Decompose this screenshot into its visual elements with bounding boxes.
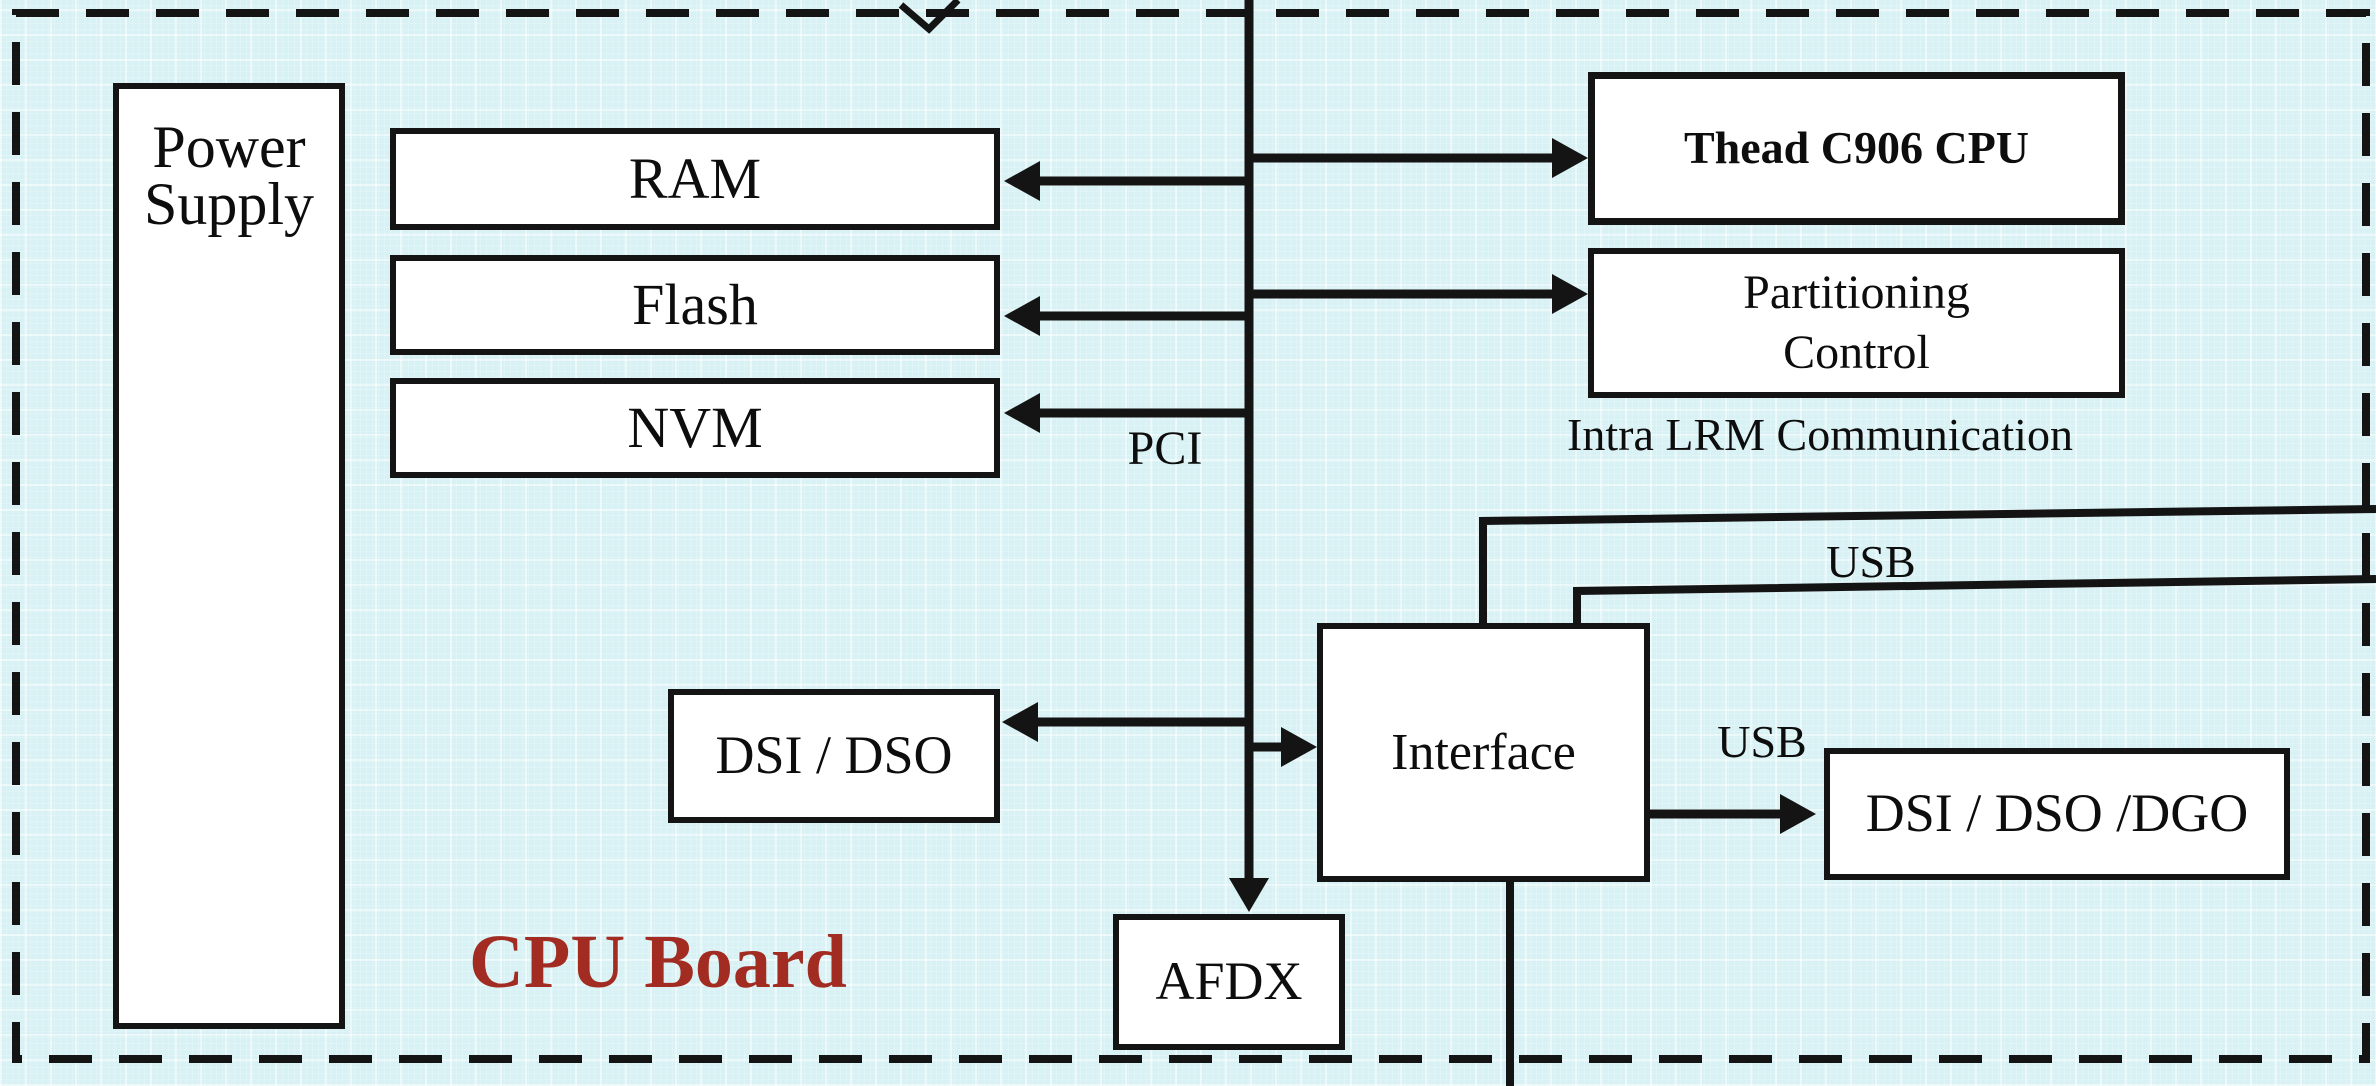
block-flash: Flash	[390, 255, 1000, 355]
cpu-board-dashed-border	[12, 9, 2370, 1063]
thead-cpu-label: Thead C906 CPU	[1683, 122, 2030, 174]
interface-label: Interface	[1391, 723, 1576, 781]
block-nvm: NVM	[390, 378, 1000, 478]
arrowhead-right-thead-icon	[1552, 138, 1588, 178]
arrowhead-left-ram-icon	[1004, 161, 1040, 201]
nvm-label: NVM	[627, 395, 763, 461]
dsi-dso-dgo-label: DSI / DSO /DGO	[1865, 783, 2249, 844]
wire-interface-usb-top	[1573, 575, 2376, 625]
arrowhead-left-dsi-dso-icon	[1002, 702, 1038, 742]
arrowhead-right-interface-icon	[1281, 727, 1317, 767]
usb-top-line-label: USB	[1826, 535, 1916, 587]
flash-label: Flash	[632, 272, 758, 338]
block-dsi-dso: DSI / DSO	[668, 689, 1000, 823]
pci-bus-label: PCI	[1127, 421, 1203, 475]
arrowhead-down-afdx-icon	[1229, 878, 1269, 912]
dsi-dso-label: DSI / DSO	[715, 725, 953, 786]
border-crossing-tick-icon	[898, 0, 961, 34]
usb-right-arrow-label: USB	[1717, 715, 1807, 767]
cpu-board-title: CPU Board	[469, 919, 847, 1004]
block-dsi-dso-dgo: DSI / DSO /DGO	[1824, 748, 2290, 880]
ram-label: RAM	[628, 146, 762, 212]
partitioning-control-label: Partitioning Control	[1743, 266, 1970, 379]
power-supply-label: Power Supply	[143, 114, 315, 237]
intra-lrm-communication-label: Intra LRM Communication	[1567, 408, 2073, 460]
arrowhead-right-partitioning-icon	[1552, 274, 1588, 314]
wire-interface-intra-lrm	[1479, 505, 2376, 625]
arrowhead-right-dgo-icon	[1780, 794, 1816, 834]
block-power-supply: Power Supply	[113, 83, 345, 1029]
block-ram: RAM	[390, 128, 1000, 230]
arrowhead-left-flash-icon	[1004, 296, 1040, 336]
block-afdx: AFDX	[1113, 914, 1345, 1050]
block-thead-c906-cpu: Thead C906 CPU	[1588, 72, 2125, 225]
arrowhead-left-nvm-icon	[1004, 393, 1040, 433]
afdx-label: AFDX	[1155, 951, 1303, 1012]
block-interface: Interface	[1317, 623, 1650, 882]
block-partitioning-control: Partitioning Control	[1588, 248, 2125, 398]
